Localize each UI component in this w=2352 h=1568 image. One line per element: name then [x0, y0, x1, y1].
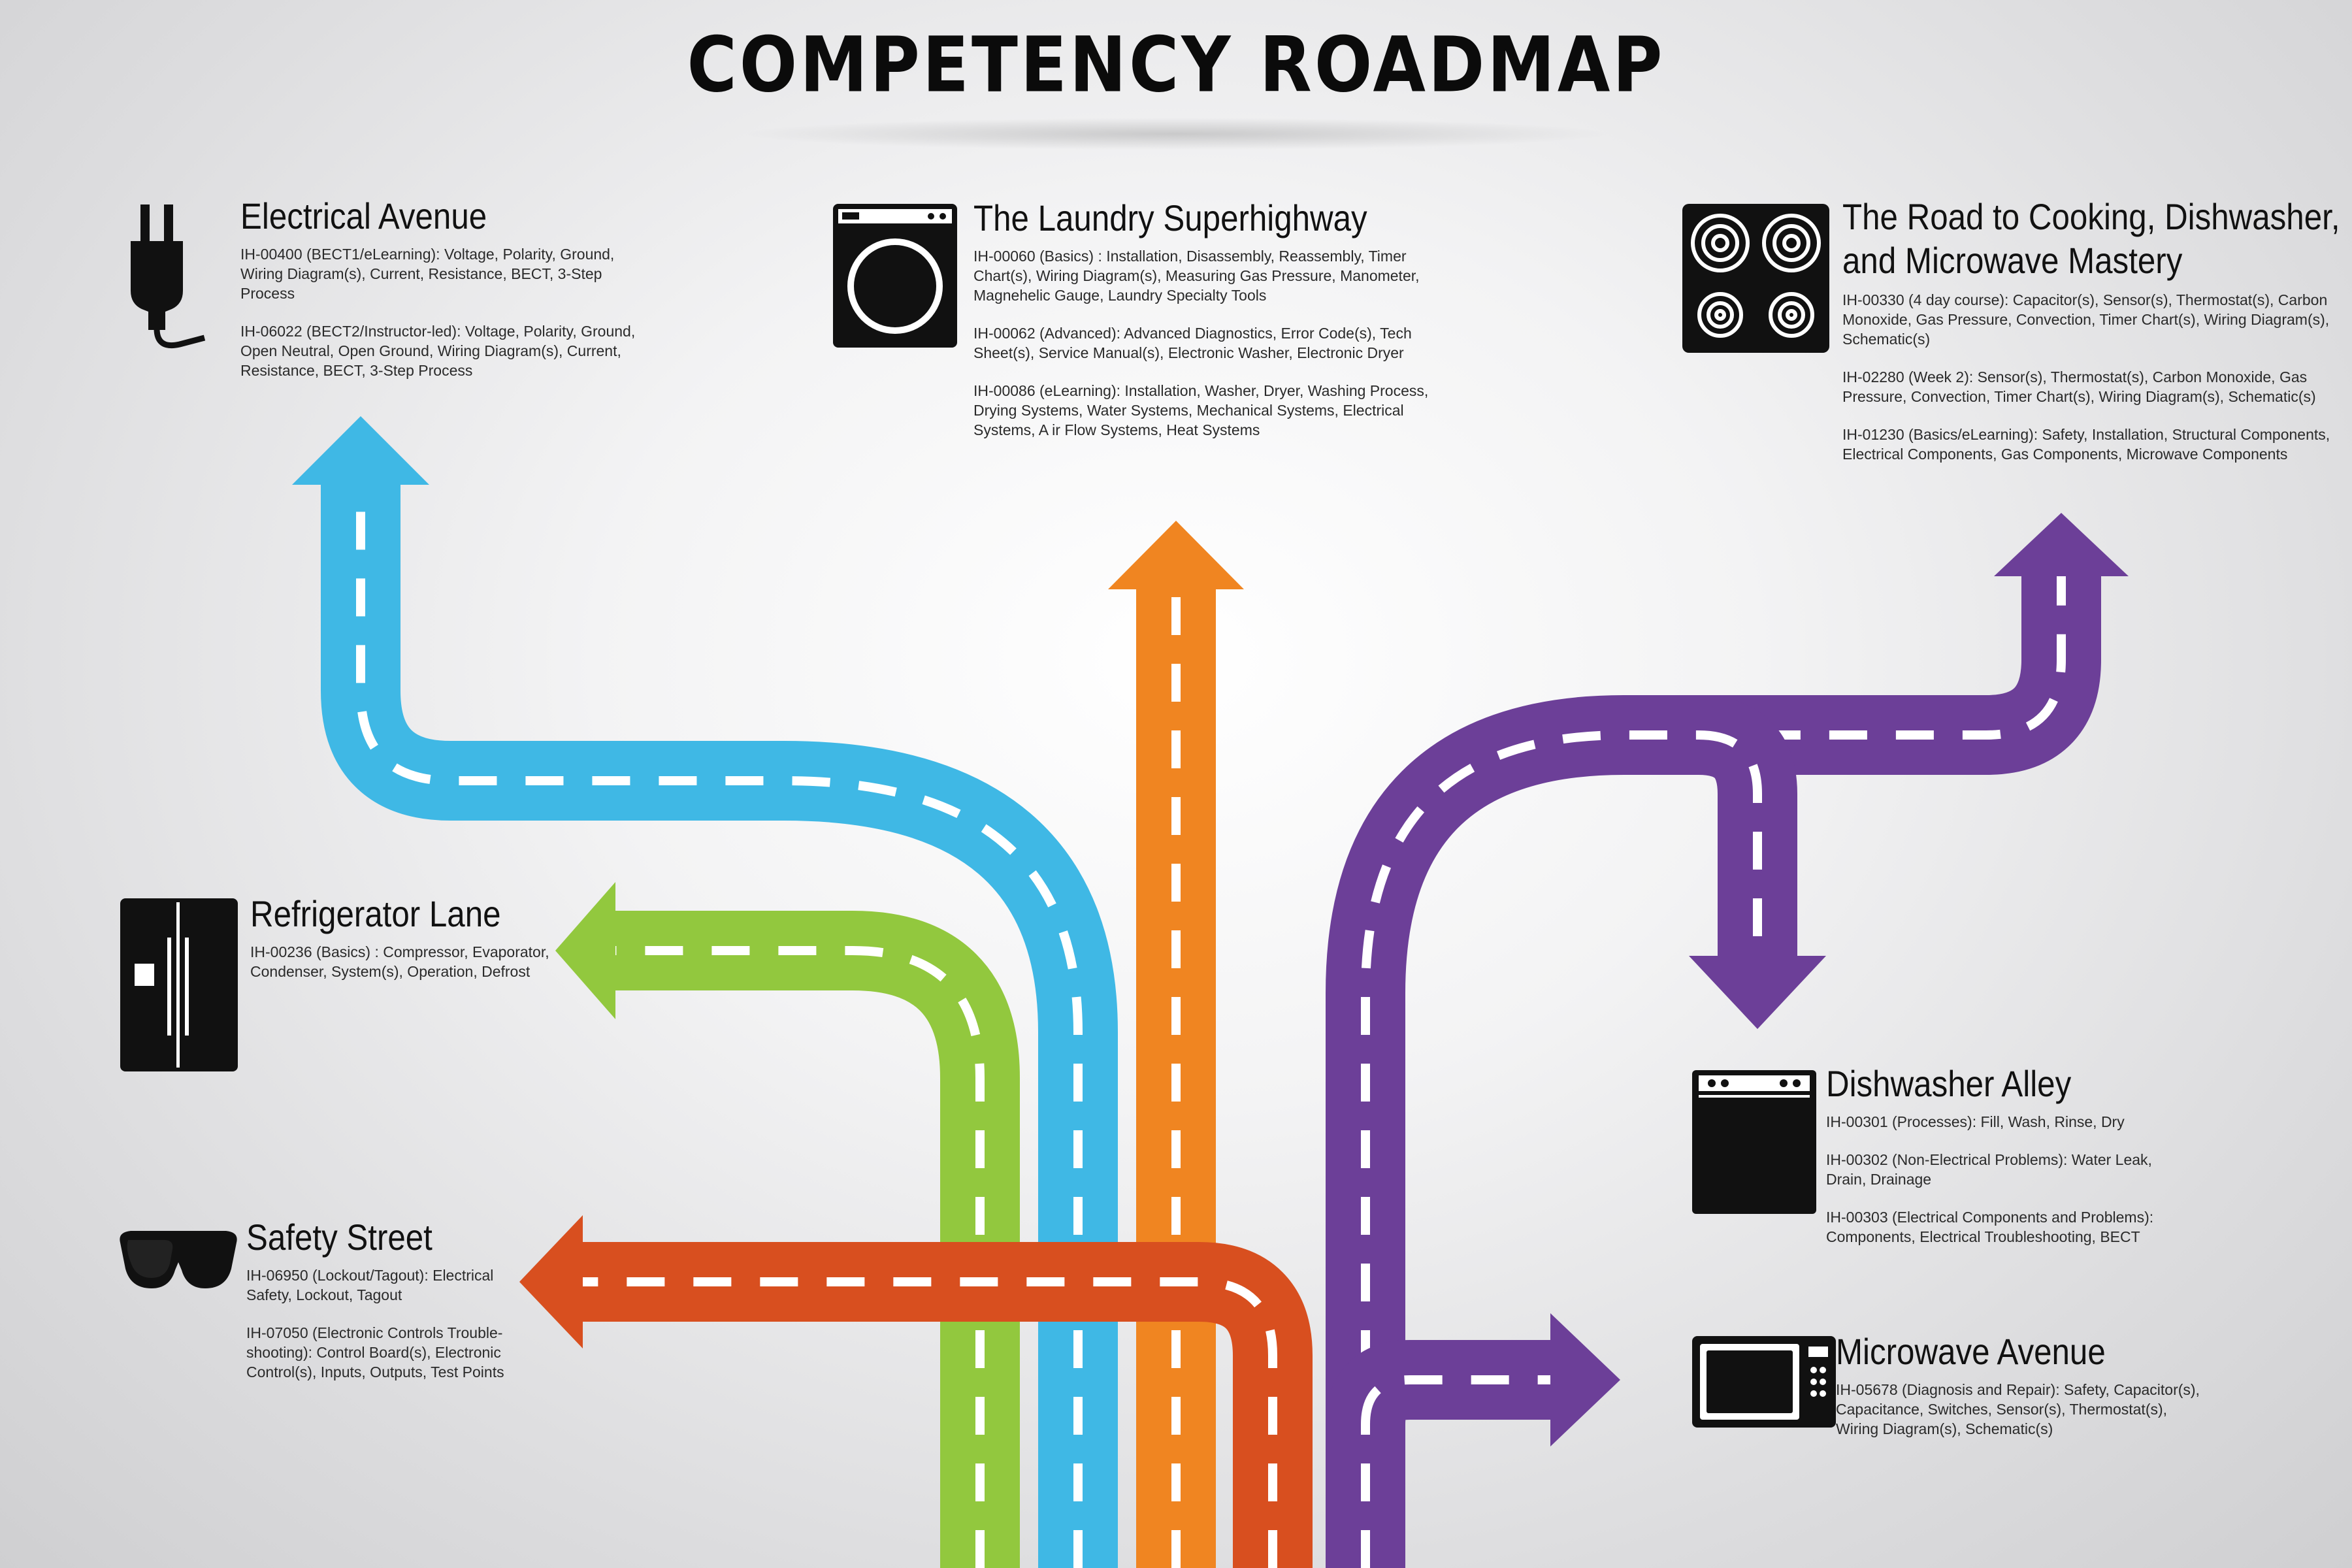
course-item: IH-01230 (Basics/eLearning): Safety, Ins… — [1842, 426, 2330, 463]
section-safety: Safety Street IH-06950 (Lockout/Tagout):… — [246, 1215, 508, 1400]
course-item: IH-07050 (Electronic Controls Trouble-sh… — [246, 1324, 504, 1381]
heading-cooking-line2: and Microwave Mastery — [1842, 240, 2183, 282]
road-refrigerator — [555, 882, 1020, 1568]
section-cooking: The Road to Cooking, Dishwasher, and Mic… — [1842, 195, 2340, 482]
course-item: IH-02280 (Week 2): Sensor(s), Thermostat… — [1842, 368, 2316, 406]
refrigerator-icon — [120, 898, 238, 1071]
course-item: IH-06022 (BECT2/Instructor-led): Voltage… — [240, 323, 636, 380]
microwave-icon — [1692, 1336, 1836, 1428]
heading-refrigerator-lane: Refrigerator Lane — [250, 893, 501, 934]
section-microwave: Microwave Avenue IH-05678 (Diagnosis and… — [1836, 1330, 2202, 1457]
heading-electrical-avenue: Electrical Avenue — [240, 195, 487, 237]
road-cooking — [1326, 513, 2129, 1568]
course-item: IH-00086 (eLearning): Installation, Wash… — [973, 382, 1429, 439]
cooktop-icon — [1682, 204, 1829, 353]
heading-cooking-line1: The Road to Cooking, Dishwasher, — [1842, 196, 2340, 237]
road-microwave — [1326, 1313, 1620, 1446]
heading-microwave-avenue: Microwave Avenue — [1836, 1331, 2106, 1372]
course-item: IH-00303 (Electrical Components and Prob… — [1826, 1209, 2154, 1246]
road-laundry — [1108, 521, 1244, 1568]
washing-machine-icon — [833, 204, 957, 348]
course-item: IH-00400 (BECT1/eLearning): Voltage, Pol… — [240, 246, 615, 302]
heading-safety-street: Safety Street — [246, 1217, 433, 1258]
plug-icon — [131, 204, 206, 348]
course-item: IH-05678 (Diagnosis and Repair): Safety,… — [1836, 1381, 2200, 1438]
heading-dishwasher-alley: Dishwasher Alley — [1826, 1063, 2072, 1104]
course-item: IH-00236 (Basics) : Compressor, Evaporat… — [250, 943, 549, 981]
road-safety — [519, 1215, 1313, 1568]
course-item: IH-00060 (Basics) : Installation, Disass… — [973, 248, 1420, 304]
section-laundry: The Laundry Superhighway IH-00060 (Basic… — [973, 196, 1457, 458]
heading-laundry-superhighway: The Laundry Superhighway — [973, 197, 1367, 238]
course-item: IH-00302 (Non-Electrical Problems): Wate… — [1826, 1151, 2152, 1188]
course-item: IH-00301 (Processes): Fill, Wash, Rinse,… — [1826, 1113, 2125, 1131]
section-electrical: Electrical Avenue IH-00400 (BECT1/eLearn… — [240, 194, 645, 399]
safety-glasses-icon — [120, 1231, 237, 1288]
dishwasher-icon — [1692, 1070, 1816, 1214]
course-item: IH-06950 (Lockout/Tagout): Electrical Sa… — [246, 1267, 494, 1304]
road-dishwasher — [1689, 695, 1826, 1029]
course-item: IH-00062 (Advanced): Advanced Diagnostic… — [973, 325, 1412, 362]
course-item: IH-00330 (4 day course): Capacitor(s), S… — [1842, 291, 2330, 348]
section-refrigerator: Refrigerator Lane IH-00236 (Basics) : Co… — [250, 892, 590, 1000]
title-shadow — [738, 118, 1614, 150]
page-title: COMPETENCY ROADMAP — [687, 20, 1665, 110]
section-dishwasher: Dishwasher Alley IH-00301 (Processes): F… — [1826, 1062, 2166, 1265]
road-electrical — [292, 416, 1118, 1568]
